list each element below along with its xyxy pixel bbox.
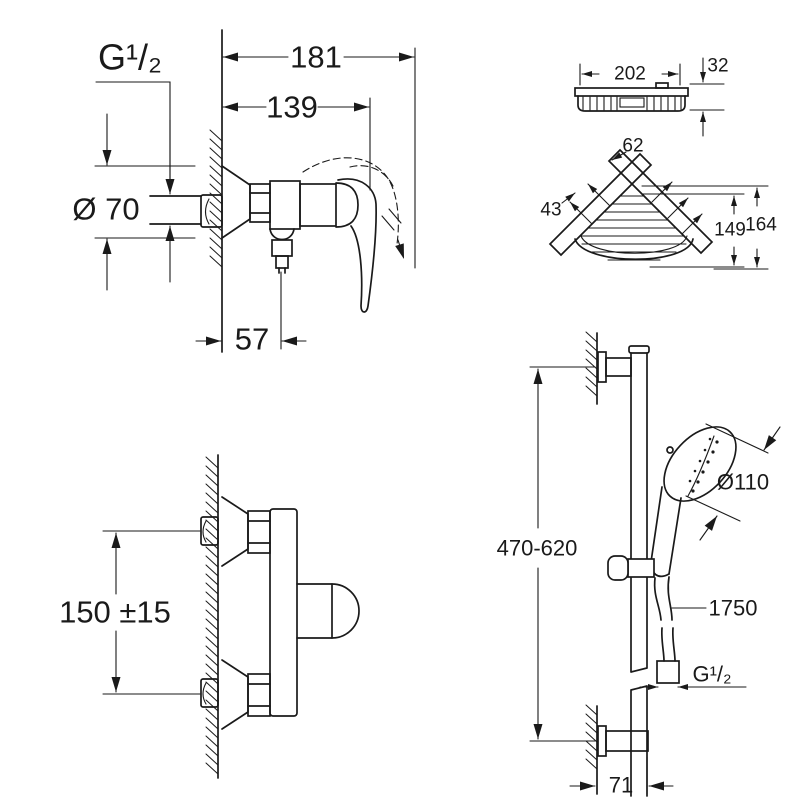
wall-section <box>209 29 223 353</box>
dish-body <box>574 82 689 112</box>
handle-swing-arc <box>302 157 399 245</box>
shower-rail-diagram: 470-620 Ø110 1750 G¹/₂ 71 <box>497 331 781 798</box>
lever-handle <box>337 178 377 313</box>
wall-section <box>205 454 219 779</box>
dimension-110: Ø110 <box>685 423 781 541</box>
hose-thread-label: G¹/₂ <box>692 662 731 687</box>
bottom-wall-bracket <box>585 704 649 795</box>
dimension-57: 57 <box>195 271 307 357</box>
hook-spacing-label: 43 <box>540 200 561 221</box>
corner-basket-diagram: 62 43 149 164 <box>540 136 777 270</box>
hose-length-label: 1750 <box>709 596 758 621</box>
soap-dish-diagram: 202 32 <box>574 56 729 137</box>
dimension-32: 32 <box>689 56 729 137</box>
depth-to-handle-label: 139 <box>266 90 318 125</box>
basket-height-label: 149 <box>714 220 746 241</box>
thread-size-label: G¹/₂ <box>98 37 162 78</box>
mixer-front-view-diagram: 150 ±15 <box>59 454 360 779</box>
dimension-71: 71 <box>569 756 674 798</box>
shower-outlet <box>269 228 295 241</box>
dimension-164: 164 <box>641 185 777 270</box>
wall-clearance-label: 62 <box>622 136 643 157</box>
bar-adjustment-label: 470-620 <box>497 536 578 561</box>
shower-hose <box>653 576 680 684</box>
concealed-supply-fitting <box>149 194 223 228</box>
dimension-150: 150 ±15 <box>59 530 201 695</box>
wall-offset-label: 71 <box>609 773 633 798</box>
dimension-43: 43 <box>540 192 576 221</box>
dish-width-label: 202 <box>614 64 646 85</box>
escutcheon-diameter-label: Ø 70 <box>72 192 139 227</box>
dimension-202: 202 <box>579 63 681 86</box>
dimension-g-thread: G¹/₂ <box>95 37 175 283</box>
dimension-149: 149 <box>641 193 746 268</box>
top-wall-bracket <box>585 331 632 405</box>
dimension-470-620: 470-620 <box>497 366 596 742</box>
basket-wires <box>574 195 694 261</box>
dimension-70: Ø 70 <box>72 113 196 291</box>
dimension-139: 139 <box>222 90 371 191</box>
outlet-offset-label: 57 <box>235 322 269 357</box>
slider-holder <box>607 555 655 581</box>
dimension-hose-thread: G¹/₂ <box>639 662 747 690</box>
connection-distance-label: 150 ±15 <box>59 595 171 630</box>
overall-height-label: 164 <box>745 215 777 236</box>
hose-nut <box>656 660 680 684</box>
head-diameter-label: Ø110 <box>717 470 769 495</box>
mixer-body-front <box>221 496 360 730</box>
overall-depth-label: 181 <box>290 40 342 75</box>
dimension-1750: 1750 <box>671 596 758 621</box>
dimension-62: 62 <box>611 136 644 161</box>
mixer-side-view-diagram: G¹/₂ 181 139 Ø 70 57 <box>72 29 416 357</box>
dish-height-label: 32 <box>707 56 728 77</box>
supply-fittings <box>200 516 219 708</box>
dimension-181: 181 <box>222 40 416 269</box>
handle-knob <box>296 583 360 639</box>
mounting-hooks <box>569 181 703 235</box>
mixer-body-side <box>221 157 405 313</box>
